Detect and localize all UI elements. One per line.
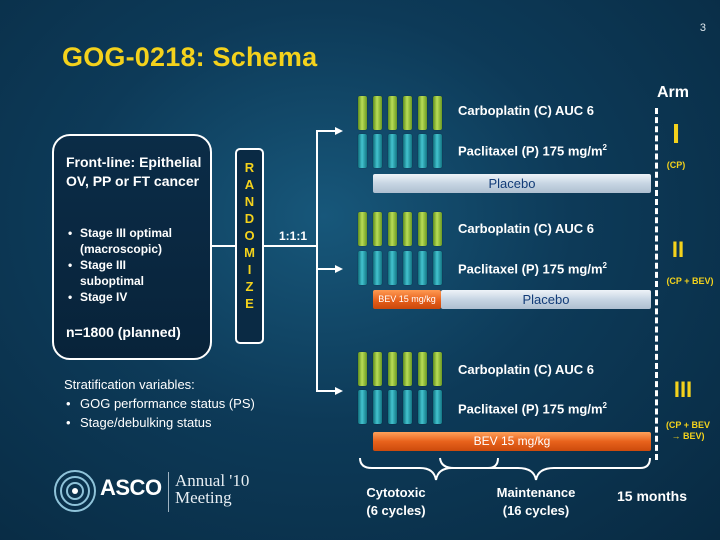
randomize-letter: O — [244, 228, 255, 243]
population-bullets: Stage III optimal (macroscopic) Stage II… — [66, 225, 206, 305]
randomize-letter: M — [244, 245, 255, 260]
arm-3-bev-bar: BEV 15 mg/kg — [373, 432, 651, 451]
randomization-ratio: 1:1:1 — [279, 229, 308, 243]
arm-2-numeral: II — [671, 237, 685, 262]
slide-number: 3 — [699, 22, 706, 34]
randomize-box — [235, 148, 264, 344]
stratification-heading: Stratification variables: — [64, 377, 195, 392]
arrow-head — [335, 387, 343, 395]
connector-line — [316, 130, 318, 392]
arm-2-paclitaxel-label: Paclitaxel (P) 175 mg/m2 — [458, 261, 607, 277]
timeline-end-dashed-line — [655, 108, 658, 460]
arm-1-paclitaxel-label: Paclitaxel (P) 175 mg/m2 — [458, 143, 607, 159]
logo-divider — [168, 472, 169, 512]
arm-1-numeral: I — [672, 118, 680, 149]
randomize-letter: I — [247, 262, 252, 277]
arm-3-description: (CP + BEV → BEV) — [665, 420, 711, 441]
connector-line — [212, 245, 235, 247]
asco-logo-icon — [54, 470, 96, 512]
stratification-block: Stratification variables: GOG performanc… — [64, 375, 270, 432]
randomize-letter: R — [244, 160, 255, 175]
arrow-head — [335, 127, 343, 135]
arm-1-description: (CP) — [666, 160, 686, 170]
cytotoxic-phase-label: Cytotoxic (6 cycles) — [366, 485, 426, 518]
arm-2-bev-bar: BEV 15 mg/kg — [373, 290, 441, 309]
population-sample-size: n=1800 (planned) — [66, 324, 181, 340]
slide-title: GOG-0218: Schema — [62, 42, 318, 72]
arm-3-paclitaxel-label: Paclitaxel (P) 175 mg/m2 — [458, 401, 607, 417]
randomize-letter: D — [244, 211, 255, 226]
stratification-item: GOG performance status (PS) — [64, 394, 270, 413]
arm-2-placebo-bar: Placebo — [441, 290, 651, 309]
population-bullet: Stage IV — [66, 289, 206, 305]
arm-3-numeral: III — [673, 377, 693, 402]
study-duration-label: 15 months — [617, 488, 688, 504]
connector-line — [316, 390, 336, 392]
arm-3-carboplatin-label: Carboplatin (C) AUC 6 — [458, 362, 595, 377]
arm-1-carboplatin-label: Carboplatin (C) AUC 6 — [458, 103, 595, 118]
population-bullet: Stage III suboptimal — [66, 257, 170, 289]
randomize-letter: N — [244, 194, 255, 209]
randomize-letter: A — [244, 177, 255, 192]
connector-line — [264, 245, 316, 247]
arm-column-header: Arm — [657, 84, 690, 101]
population-title: Front-line: Epithelial OV, PP or FT canc… — [66, 154, 202, 189]
connector-line — [316, 130, 336, 132]
asco-logo-text: ASCO — [100, 475, 162, 500]
maintenance-phase-label: Maintenance (16 cycles) — [496, 485, 576, 518]
randomize-letter: Z — [245, 279, 254, 294]
stratification-item: Stage/debulking status — [64, 413, 270, 432]
phase-braces — [359, 457, 651, 481]
arm-2-carboplatin-label: Carboplatin (C) AUC 6 — [458, 221, 595, 236]
arm-2-description: (CP + BEV) — [666, 276, 714, 286]
annual-meeting-logo-text: Annual '10 Meeting — [175, 471, 250, 507]
arm-1-placebo-bar: Placebo — [373, 174, 651, 193]
connector-line — [316, 268, 336, 270]
population-bullet: Stage III optimal (macroscopic) — [66, 225, 190, 257]
randomize-letter: E — [245, 296, 254, 311]
arrow-head — [335, 265, 343, 273]
